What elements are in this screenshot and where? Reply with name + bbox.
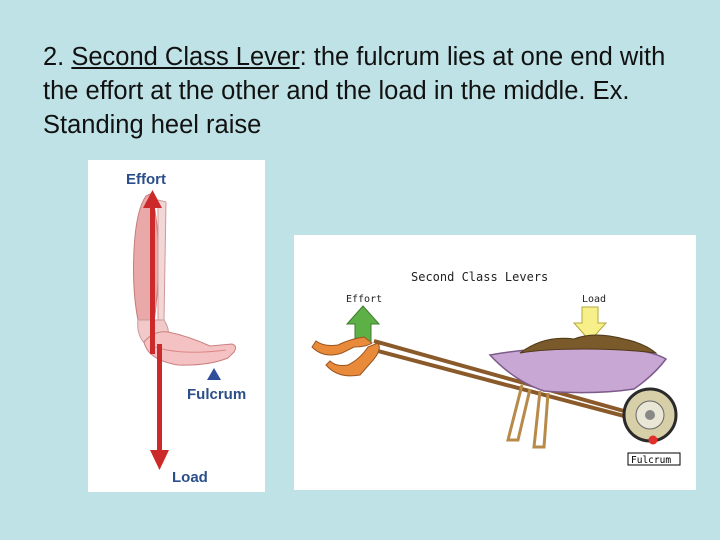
wb-fulcrum-label: Fulcrum [631,455,671,466]
load-label: Load [172,469,208,486]
handles-and-arms [311,336,640,422]
fulcrum-triangle [207,368,221,380]
wheelbarrow-title: Second Class Levers [411,270,548,284]
wheelbarrow-legs [506,384,550,449]
wb-fulcrum-marker [648,435,658,445]
wheelbarrow-tray [488,334,668,394]
wb-load-label: Load [582,294,606,305]
load-arrow [150,344,169,470]
wb-effort-label: Effort [346,294,382,305]
wheel [622,387,678,443]
slide-number: 2. [43,43,72,71]
effort-label: Effort [126,171,166,188]
definition-text: : the fulcrum lies at one end with the e… [43,43,666,139]
heel-raise-illustration: Effort Fulcrum Load [126,171,246,486]
wheelbarrow-diagram: Second Class Levers Effort Load [294,235,696,490]
heel-raise-diagram: Effort Fulcrum Load [88,160,265,492]
effort-arrow [143,190,162,354]
term-second-class-lever: Second Class Lever [71,43,300,71]
slide-text: 2. Second Class Lever: the fulcrum lies … [43,40,693,142]
fulcrum-label-box [627,452,681,466]
fulcrum-label: Fulcrum [187,386,246,403]
wheelbarrow-illustration: Second Class Levers Effort Load [311,270,681,466]
wb-load-arrow [572,306,608,342]
